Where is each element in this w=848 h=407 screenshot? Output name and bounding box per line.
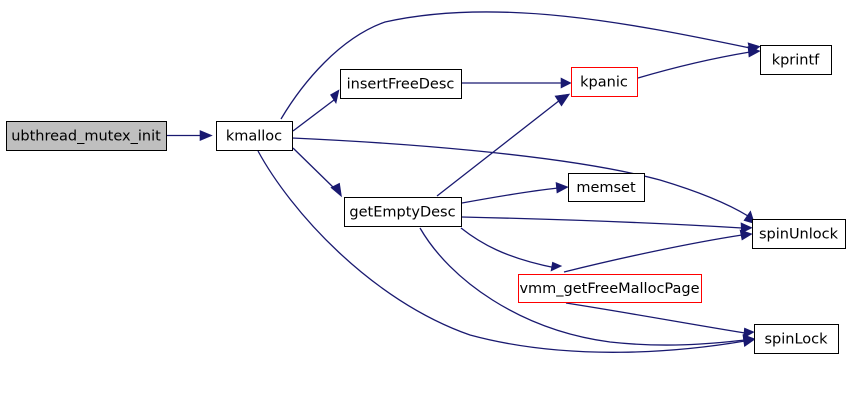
node-label: kprintf bbox=[772, 53, 820, 69]
node-box[interactable] bbox=[568, 173, 645, 202]
edge-line bbox=[460, 227, 557, 269]
edge-getEmptyDesc-to-spinLock bbox=[419, 227, 756, 347]
nodes-layer: ubthread_mutex_init kmalloc insertFreeDesc… bbox=[6, 45, 846, 354]
node-kprintf[interactable]: kprintf bbox=[760, 45, 832, 75]
node-memset[interactable]: memset bbox=[568, 173, 645, 202]
arrowhead-icon bbox=[330, 182, 342, 198]
arrowhead-icon bbox=[330, 89, 340, 104]
node-box[interactable] bbox=[6, 121, 167, 151]
node-box[interactable] bbox=[571, 67, 638, 97]
node-getEmptyDesc[interactable]: getEmptyDesc bbox=[344, 197, 462, 227]
edge-line bbox=[280, 11, 751, 120]
node-box[interactable] bbox=[760, 45, 832, 75]
edge-line bbox=[257, 150, 746, 353]
arrowhead-icon bbox=[199, 130, 213, 141]
edge-ubthread_mutex_init-to-kmalloc bbox=[167, 130, 213, 141]
arrowhead-icon bbox=[555, 182, 569, 194]
node-label: spinLock bbox=[764, 332, 828, 348]
edge-getEmptyDesc-to-vmm_getFreeMallocPage bbox=[460, 227, 563, 272]
arrowhead-icon bbox=[740, 222, 753, 234]
edge-line bbox=[637, 51, 751, 79]
node-label: insertFreeDesc bbox=[347, 77, 455, 93]
arrowhead-icon bbox=[742, 334, 756, 347]
node-label: memset bbox=[576, 180, 636, 196]
node-label: kpanic bbox=[580, 75, 628, 91]
node-box[interactable] bbox=[754, 324, 839, 354]
arrowhead-icon bbox=[743, 210, 755, 224]
node-box[interactable] bbox=[340, 69, 462, 99]
edge-getEmptyDesc-to-memset bbox=[461, 182, 569, 204]
node-spinUnlock[interactable]: spinUnlock bbox=[752, 219, 846, 249]
edge-vmm_getFreeMallocPage-to-spinLock bbox=[565, 302, 755, 339]
arrowhead-icon bbox=[560, 77, 572, 89]
node-box[interactable] bbox=[752, 219, 846, 249]
edge-line bbox=[419, 227, 746, 346]
node-label: kmalloc bbox=[226, 129, 282, 145]
edge-line bbox=[292, 147, 337, 191]
node-label: spinUnlock bbox=[759, 227, 839, 243]
edge-kmalloc-to-insertFreeDesc bbox=[292, 89, 340, 132]
node-spinLock[interactable]: spinLock bbox=[754, 324, 839, 354]
edge-kpanic-to-kprintf bbox=[637, 46, 761, 79]
node-label: getEmptyDesc bbox=[349, 205, 455, 221]
arrowhead-icon bbox=[554, 93, 571, 107]
node-kpanic[interactable]: kpanic bbox=[571, 67, 638, 97]
edge-line bbox=[461, 187, 559, 204]
edge-kmalloc-to-spinUnlock bbox=[291, 137, 755, 224]
edge-line bbox=[436, 99, 561, 197]
edge-line bbox=[461, 216, 743, 229]
node-ubthread_mutex_init[interactable]: ubthread_mutex_init bbox=[6, 121, 167, 151]
edges-layer bbox=[167, 11, 761, 353]
node-box[interactable] bbox=[344, 197, 462, 227]
edge-line bbox=[565, 302, 746, 334]
arrowhead-icon bbox=[739, 229, 753, 241]
edge-getEmptyDesc-to-spinUnlock bbox=[461, 216, 753, 234]
edge-line bbox=[563, 234, 743, 273]
edge-line bbox=[291, 137, 749, 217]
node-box[interactable] bbox=[518, 274, 702, 303]
edge-getEmptyDesc-to-kpanic bbox=[436, 93, 571, 197]
arrowhead-icon bbox=[747, 46, 761, 58]
node-label: ubthread_mutex_init bbox=[11, 129, 161, 145]
edge-vmm_getFreeMallocPage-to-spinUnlock bbox=[563, 229, 753, 273]
edge-kmalloc-to-getEmptyDesc bbox=[292, 147, 342, 198]
node-box[interactable] bbox=[216, 121, 293, 151]
edge-line bbox=[292, 99, 335, 132]
node-vmm_getFreeMallocPage[interactable]: vmm_getFreeMallocPage bbox=[518, 274, 702, 303]
arrowhead-icon bbox=[743, 327, 755, 339]
node-kmalloc[interactable]: kmalloc bbox=[216, 121, 293, 151]
arrowhead-icon bbox=[550, 261, 563, 272]
node-insertFreeDesc[interactable]: insertFreeDesc bbox=[340, 69, 462, 99]
edge-kmalloc-to-kprintf bbox=[280, 11, 761, 120]
edge-insertFreeDesc-to-kpanic bbox=[462, 77, 572, 89]
node-label: vmm_getFreeMallocPage bbox=[519, 281, 699, 297]
